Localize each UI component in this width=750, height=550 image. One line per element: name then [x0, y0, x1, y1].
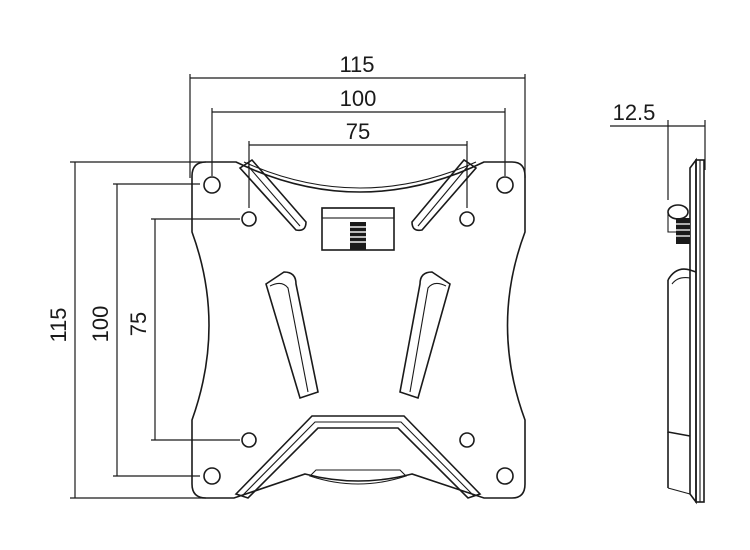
hole-75-top-right: [459, 211, 475, 227]
vertical-dimensions: 115 100 75: [46, 161, 240, 499]
hole-100-top-left: [203, 176, 221, 194]
side-bottom-edge: [667, 487, 691, 495]
dim-width-inner-label: 75: [346, 119, 370, 144]
hole-75-bottom-right: [459, 432, 475, 448]
dim-depth-label: 12.5: [613, 100, 656, 125]
screw-icon: [350, 222, 366, 250]
chevron-outer: [234, 415, 482, 499]
side-screw-bracket: [667, 212, 676, 233]
side-front-edge: [689, 157, 697, 505]
hook-right-outer: [399, 271, 451, 400]
rib-top-left: [238, 158, 307, 232]
dim-width-mid-label: 100: [340, 86, 377, 111]
chevron-inner: [241, 421, 475, 497]
hole-100-top-right: [496, 176, 514, 194]
side-screw-thread-icon: [676, 218, 690, 244]
dim-width-outer-label: 115: [339, 52, 374, 77]
hook-slot-left: [265, 271, 319, 400]
horizontal-dimensions: 115 100 75: [189, 52, 526, 208]
top-relief-line: [243, 161, 477, 189]
front-view-plate: [191, 158, 526, 499]
hook-left-inner: [269, 282, 309, 393]
side-screw-head: [667, 204, 689, 220]
rib-top-right: [411, 158, 478, 232]
hole-75-top-left: [241, 211, 257, 227]
side-hook-top: [667, 268, 697, 281]
tab-top-lip: [321, 207, 395, 219]
hole-100-bottom-left: [203, 467, 221, 485]
dim-height-outer-label: 115: [46, 307, 71, 342]
hook-right-inner: [409, 282, 447, 393]
side-hook-body: [667, 280, 691, 437]
hook-left-outer: [265, 271, 319, 400]
dim-height-mid-label: 100: [88, 306, 113, 343]
rib-top-right-inner: [417, 165, 469, 227]
side-view: 12.5: [610, 100, 706, 505]
side-screw: [667, 204, 690, 244]
plate-outline: [191, 161, 526, 499]
hole-100-bottom-right: [496, 467, 514, 485]
bottom-lip: [308, 469, 408, 485]
rib-top-left-inner: [247, 165, 301, 227]
locking-tab: [321, 207, 395, 251]
hook-slot-right: [399, 271, 451, 400]
bottom-chevron-rib: [234, 415, 482, 499]
hole-75-bottom-left: [241, 432, 257, 448]
side-hook-inner: [671, 277, 691, 285]
dim-height-inner-label: 75: [126, 312, 151, 336]
